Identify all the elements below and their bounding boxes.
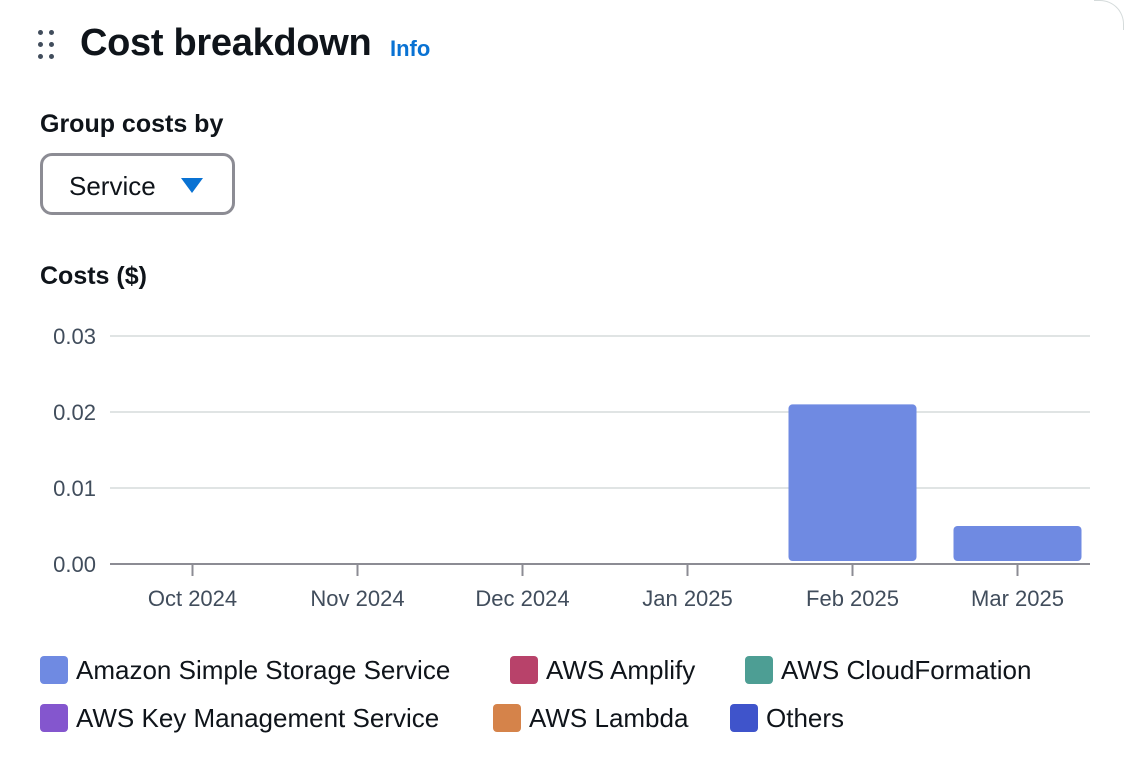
legend-label: AWS Lambda: [529, 702, 689, 733]
legend-label: AWS Amplify: [546, 654, 696, 685]
y-tick-label: 0.01: [53, 476, 96, 501]
y-tick-label: 0.00: [53, 552, 96, 577]
info-link[interactable]: Info: [390, 36, 431, 61]
legend-swatch: [510, 656, 538, 684]
legend-item[interactable]: AWS CloudFormation: [745, 652, 1031, 688]
legend-item[interactable]: Amazon Simple Storage Service: [40, 652, 450, 688]
legend-swatch: [40, 704, 68, 732]
x-tick-label: Feb 2025: [806, 586, 899, 611]
x-tick-label: Mar 2025: [971, 586, 1064, 611]
bar[interactable]: [788, 404, 917, 561]
legend-label: AWS CloudFormation: [781, 654, 1032, 685]
legend-swatch: [40, 656, 68, 684]
group-by-label: Group costs by: [40, 110, 224, 138]
legend-swatch: [493, 704, 521, 732]
y-tick-label: 0.03: [53, 324, 96, 349]
bar[interactable]: [953, 526, 1082, 561]
caret-down-icon: [181, 178, 203, 193]
legend-swatch: [730, 704, 758, 732]
legend-label: Amazon Simple Storage Service: [76, 654, 451, 685]
legend-item[interactable]: Others: [730, 700, 844, 736]
legend-swatch: [745, 656, 773, 684]
group-by-select[interactable]: Service: [40, 153, 235, 215]
legend-label: Others: [766, 702, 845, 733]
legend-item[interactable]: AWS Amplify: [510, 652, 695, 688]
legend-item[interactable]: AWS Key Management Service: [40, 700, 439, 736]
legend-item[interactable]: AWS Lambda: [493, 700, 688, 736]
x-tick-label: Nov 2024: [310, 586, 404, 611]
y-tick-label: 0.02: [53, 400, 96, 425]
y-axis-title: Costs ($): [40, 262, 147, 290]
widget-border: [1094, 0, 1124, 30]
x-tick-label: Jan 2025: [642, 586, 733, 611]
drag-handle-icon[interactable]: [38, 30, 56, 60]
widget-title: Cost breakdown: [80, 22, 372, 64]
legend-label: AWS Key Management Service: [76, 702, 440, 733]
x-tick-label: Dec 2024: [475, 586, 569, 611]
group-by-selected-value: Service: [69, 171, 156, 201]
x-tick-label: Oct 2024: [148, 586, 237, 611]
